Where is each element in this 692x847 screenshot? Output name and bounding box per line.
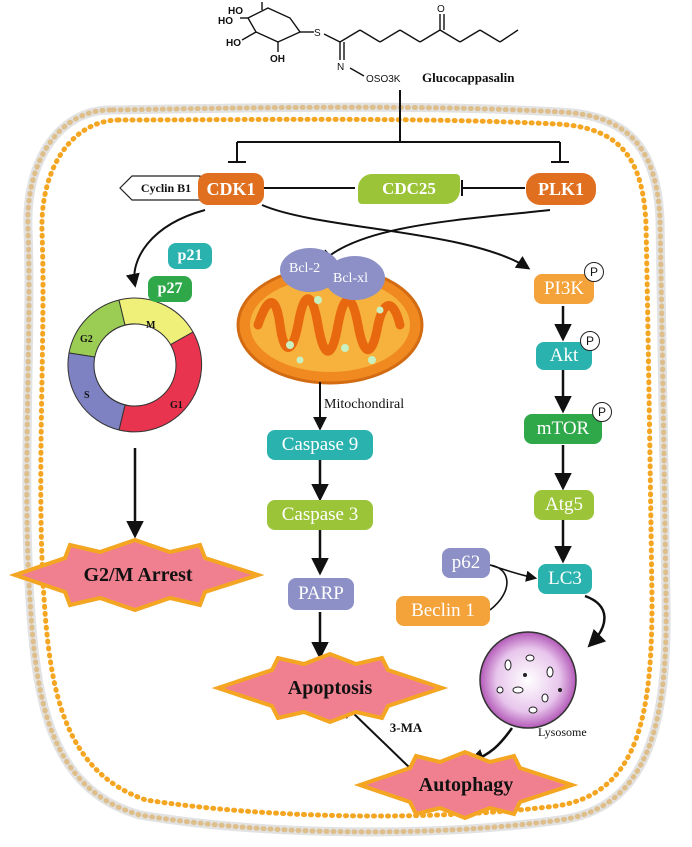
autophagy-label: Autophagy (418, 773, 514, 796)
hydroxyl-label-4: OH (270, 54, 285, 65)
plk1-box: PLK1 (526, 173, 596, 205)
autophagy-burst (353, 749, 579, 821)
caspase3-box: Caspase 3 (267, 500, 373, 530)
phospho-icon-akt: P (580, 331, 600, 351)
cdk1-to-pi3k-arrow (261, 204, 531, 270)
bcl2-label: Bcl-2 (289, 261, 320, 276)
beclin1-box: Beclin 1 (396, 596, 490, 626)
apoptosis-label: Apoptosis (287, 676, 373, 699)
mitochondrion (236, 265, 424, 385)
lysosome (479, 631, 577, 729)
pi3k-box: PI3K (534, 274, 594, 304)
mitochondrial-label: Mitochondiral (324, 397, 405, 412)
glucocappasalin-structure (240, 2, 519, 77)
g2m-arrest-burst (8, 537, 265, 613)
phase-label-s: S (84, 390, 90, 401)
caspase9-box: Caspase 9 (267, 430, 373, 460)
akt-box: Akt (536, 342, 592, 370)
hydroxyl-label-2: HO (218, 16, 233, 27)
cdc25-inhibits-cdk1 (261, 180, 355, 196)
nitrogen-label: N (337, 62, 344, 73)
lysosome-label: Lysosome (538, 724, 587, 739)
atg5-box: Atg5 (534, 490, 594, 520)
cyclin-b1-label: Cyclin B1 (140, 180, 192, 195)
compound-inhibition-lines (228, 90, 569, 163)
bclxl-label: Bcl-xl (333, 271, 368, 286)
sulfate-label: OSO3K (366, 74, 401, 85)
p62-box: p62 (442, 548, 490, 578)
bclxl-protein (325, 256, 385, 300)
sulfur-label: S (314, 28, 321, 39)
mtor-box: mTOR (524, 414, 602, 444)
bcl2-protein (280, 248, 340, 292)
phase-label-g2: G2 (80, 334, 93, 345)
lc3-to-lysosome-arrow (584, 594, 607, 648)
g2m-arrest-label: G2/M Arrest (83, 563, 193, 586)
compound-name: Glucocappasalin (422, 70, 515, 85)
ketone-oxygen-label: O (437, 4, 445, 15)
cofactors-to-lc3-arrow (489, 564, 535, 611)
plk1-inhibits-cdc25 (461, 180, 525, 196)
p27-box: p27 (148, 276, 192, 302)
cdk1-box: CDK1 (198, 173, 264, 205)
plk1-to-mito-arrow (319, 209, 551, 264)
phase-label-m: M (146, 320, 156, 331)
lc3-box: LC3 (538, 564, 592, 594)
cell-membrane (22, 102, 671, 837)
hydroxyl-label-3: HO (226, 38, 241, 49)
cdc25-box: CDC25 (358, 174, 460, 204)
parp-box: PARP (288, 578, 354, 610)
apoptosis-burst (211, 651, 449, 725)
phase-label-g1: G1 (170, 400, 183, 411)
phospho-icon-pi3k: P (584, 262, 604, 282)
hydroxyl-label-1: HO (228, 6, 243, 17)
cell-cycle-ring (67, 297, 203, 433)
cdk1-to-cellcycle-arrow (125, 209, 206, 288)
p21-box: p21 (168, 243, 212, 269)
3ma-label: 3-MA (389, 720, 423, 735)
phospho-icon-mtor: P (592, 402, 612, 422)
